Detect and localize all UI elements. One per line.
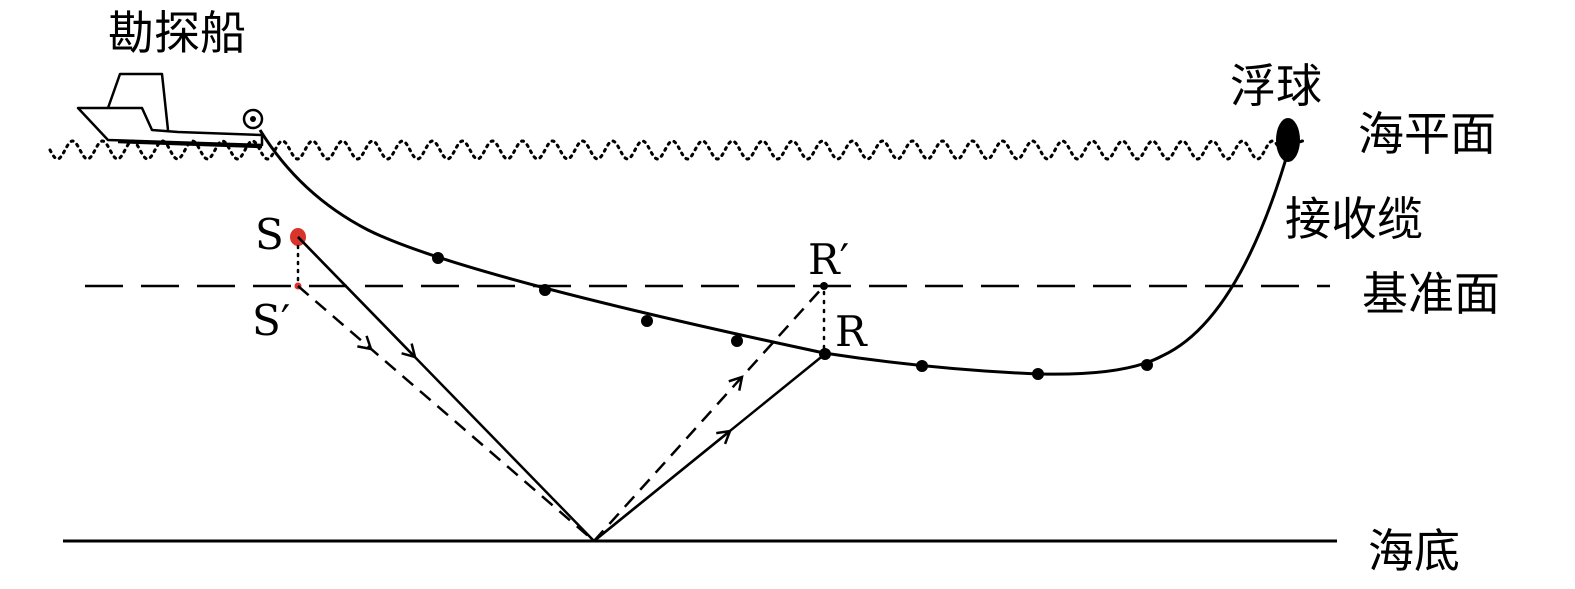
receiver-point	[916, 360, 928, 372]
receiver-prime-label: R′	[808, 235, 849, 284]
buoy-icon	[1276, 118, 1300, 162]
buoy-label: 浮球	[1230, 59, 1322, 113]
ship-label: 勘探船	[108, 6, 246, 60]
receiver-point	[731, 335, 743, 347]
datum-ray-arrows	[357, 335, 744, 391]
datum-label: 基准面	[1362, 267, 1500, 321]
receiver-points	[432, 252, 1153, 380]
receiver-point-r-prime	[820, 282, 828, 290]
seafloor-label: 海底	[1368, 524, 1460, 578]
datum-ray-path	[297, 285, 825, 542]
receiver-point	[1141, 359, 1153, 371]
receiver-cable	[258, 129, 1292, 376]
ship-icon	[76, 72, 264, 149]
receiver-point	[539, 284, 551, 296]
receiver-point	[432, 252, 444, 264]
cable-reel-icon	[242, 108, 264, 130]
receiver-label: R	[835, 307, 868, 356]
actual-ray-path	[297, 236, 826, 542]
cable-label: 接收缆	[1285, 192, 1423, 246]
receiver-point	[641, 315, 653, 327]
sea-level-label: 海平面	[1358, 107, 1496, 161]
source-label: S	[255, 210, 284, 259]
sea-level-wave	[48, 139, 1307, 161]
receiver-point	[1032, 368, 1044, 380]
source-prime-label: S′	[252, 296, 290, 345]
